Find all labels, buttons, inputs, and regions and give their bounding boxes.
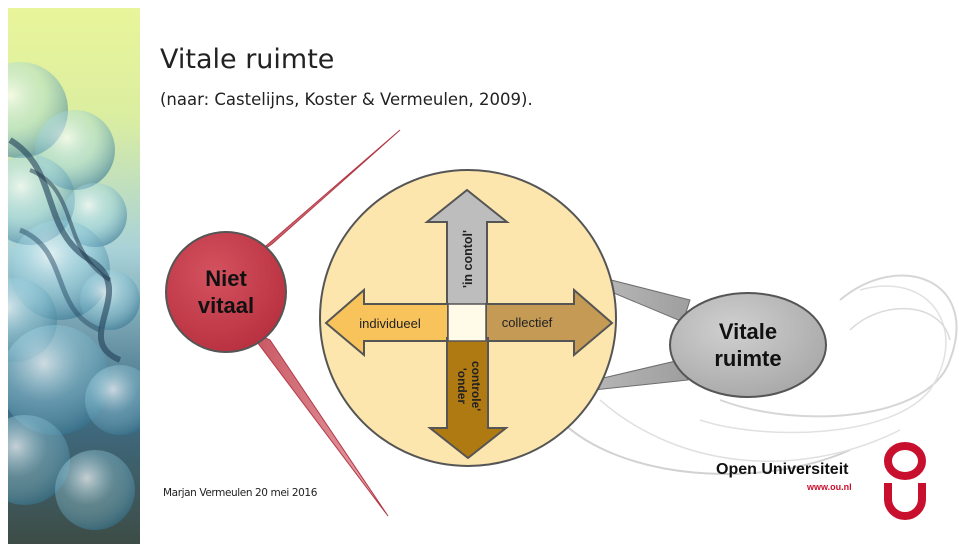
arrow-left-label: individueel: [359, 316, 421, 331]
arrow-down-label-line1: 'onder: [455, 368, 469, 405]
arrow-right-collectief: [485, 287, 614, 358]
slide-subtitle: (naar: Castelijns, Koster & Vermeulen, 2…: [160, 90, 533, 109]
vitale-ruimte-label-line2: ruimte: [714, 346, 781, 371]
niet-vitaal-node: [165, 231, 287, 353]
footer-author-date: Marjan Vermeulen 20 mei 2016: [163, 487, 317, 499]
arrow-right-label: collectief: [502, 315, 553, 330]
arrow-down-label-line2: controle': [469, 361, 483, 411]
vitale-ruimte-label-line1: Vitale: [719, 319, 777, 344]
arrow-up-in-control: [424, 188, 510, 311]
slide-title: Vitale ruimte: [160, 44, 335, 75]
niet-vitaal-label-line1: Niet: [205, 266, 247, 291]
brand-url: www.ou.nl: [807, 482, 852, 492]
niet-vitaal-label-line2: vitaal: [198, 293, 254, 318]
arrow-down-onder-controle: [427, 337, 509, 460]
arrow-up-label: 'in contol': [461, 230, 475, 288]
ou-logo-icon: [884, 442, 926, 520]
arrow-left-individueel: [324, 287, 449, 358]
vitale-ruimte-node: [669, 292, 827, 398]
center-square: [447, 303, 487, 342]
brand-name: Open Universiteit: [716, 461, 849, 478]
